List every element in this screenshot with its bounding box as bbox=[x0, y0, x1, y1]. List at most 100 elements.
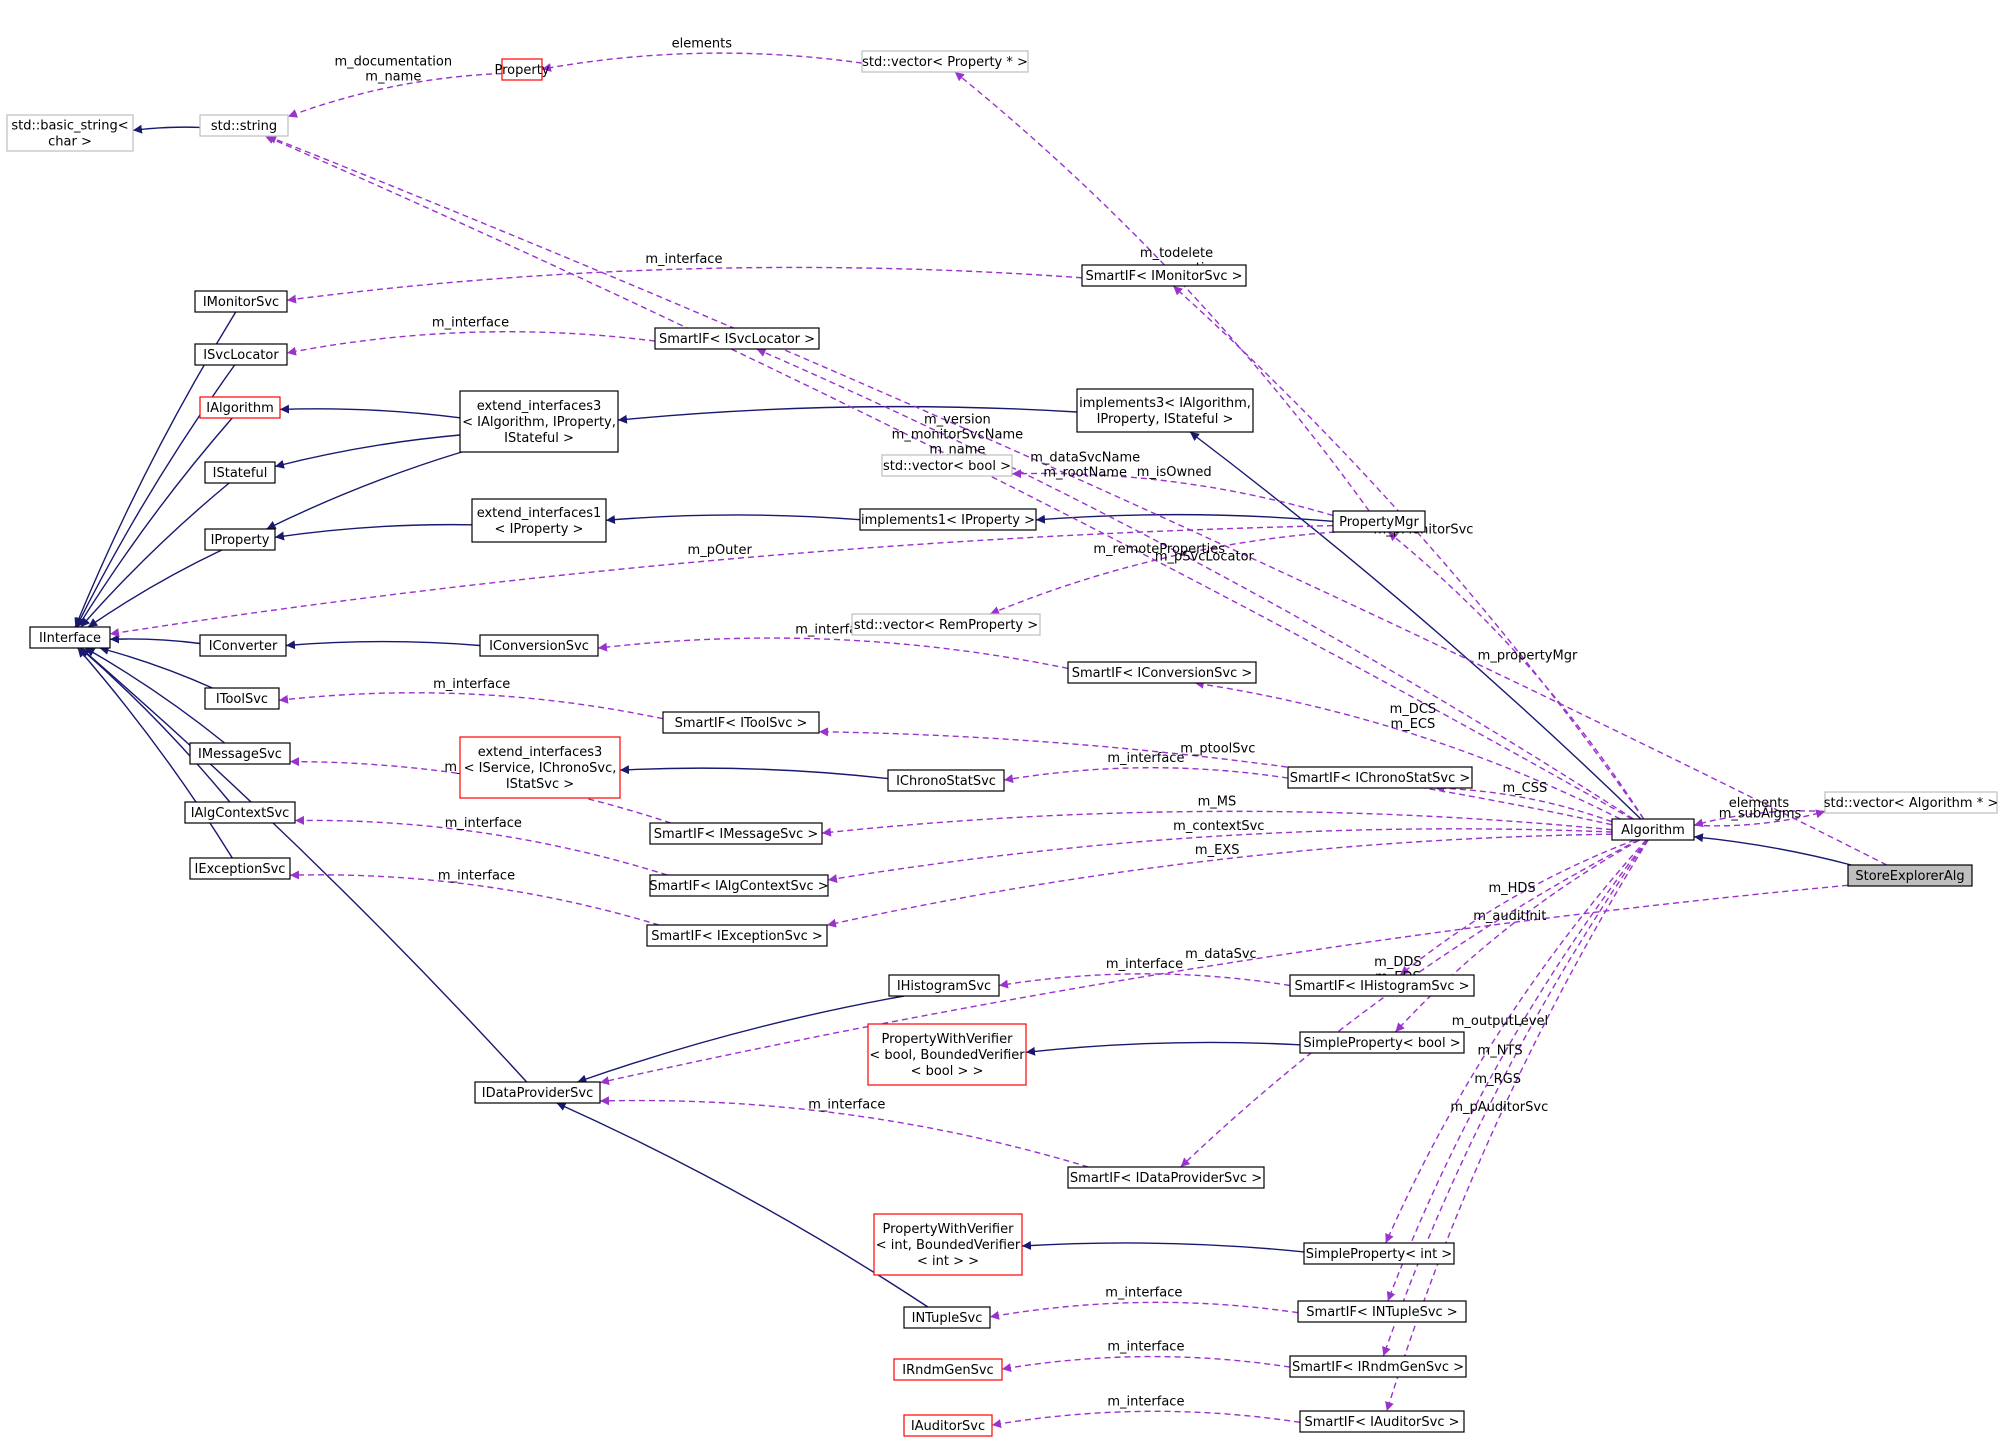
class-node-basic_string[interactable]: std::basic_string<char > bbox=[6, 114, 134, 152]
usage-edge-SmartIF_ToolSvc-to-IToolSvc bbox=[278, 692, 664, 720]
usage-edge-SmartIF_Monitor-to-IMonitorSvc bbox=[286, 266, 1083, 304]
usage-edge-Algorithm-to-SmartIF_Hist bbox=[1399, 839, 1636, 976]
edge-label-line: m_interface bbox=[1106, 957, 1183, 972]
class-node-IMessageSvc[interactable]: IMessageSvc bbox=[189, 742, 291, 765]
class-node-impl1[interactable]: implements1< IProperty > bbox=[859, 508, 1037, 531]
class-name-line: IProperty, IStateful > bbox=[1097, 412, 1234, 427]
inheritance-edge-IChronoStatSvc-to-ext3_svc bbox=[619, 765, 889, 780]
inheritance-edge-ext1_prop-to-IProperty bbox=[274, 523, 473, 541]
class-node-SmartIF_DataProv[interactable]: SmartIF< IDataProviderSvc > bbox=[1067, 1166, 1265, 1189]
class-node-ISvcLocator[interactable]: ISvcLocator bbox=[194, 343, 288, 366]
class-box bbox=[204, 528, 276, 551]
edge-label-line: m_interface bbox=[445, 816, 522, 831]
class-name-line: char > bbox=[48, 135, 92, 150]
inheritance-edge-IHistogramSvc-to-IDataProviderSvc bbox=[577, 995, 905, 1084]
class-node-SmartIF_Rndm[interactable]: SmartIF< IRndmGenSvc > bbox=[1289, 1355, 1467, 1378]
usage-edge-Algorithm-to-SmartIF_AlgCtx bbox=[827, 828, 1613, 883]
edge-label-line: m_DCS bbox=[1390, 702, 1437, 717]
class-node-IMonitorSvc[interactable]: IMonitorSvc bbox=[194, 290, 288, 313]
class-node-IRndmGenSvc[interactable]: IRndmGenSvc bbox=[893, 1358, 1003, 1381]
class-node-vec_alg[interactable]: std::vector< Algorithm * > bbox=[1824, 791, 1998, 814]
class-node-SmartIF_Exc[interactable]: SmartIF< IExceptionSvc > bbox=[646, 924, 828, 947]
class-node-IExceptionSvc[interactable]: IExceptionSvc bbox=[189, 857, 291, 880]
class-node-IToolSvc[interactable]: IToolSvc bbox=[204, 687, 280, 710]
class-node-ext3_alg[interactable]: extend_interfaces3< IAlgorithm, IPropert… bbox=[459, 390, 619, 453]
edge-label-line: m_pSvcLocator bbox=[1155, 549, 1255, 564]
inheritance-edge-ext3_alg-to-IStateful bbox=[274, 434, 461, 469]
class-name-line: < bool, BoundedVerifier bbox=[869, 1048, 1025, 1063]
class-node-SmartIF_ToolSvc[interactable]: SmartIF< IToolSvc > bbox=[662, 711, 820, 734]
class-node-SmartIF_Msg[interactable]: SmartIF< IMessageSvc > bbox=[649, 822, 823, 845]
class-node-SmartIF_Monitor[interactable]: SmartIF< IMonitorSvc > bbox=[1081, 264, 1247, 287]
edge-label-line: m_dataSvc bbox=[1185, 947, 1257, 962]
class-node-IConversionSvc[interactable]: IConversionSvc bbox=[479, 634, 599, 657]
class-name-line: IInterface bbox=[39, 631, 101, 646]
edge-label-line: m_contextSvc bbox=[1173, 819, 1264, 834]
class-node-SmartIF_Chrono[interactable]: SmartIF< IChronoStatSvc > bbox=[1287, 766, 1473, 789]
class-name-line: < IAlgorithm, IProperty, bbox=[462, 415, 616, 430]
class-node-SimpleProp_int[interactable]: SimpleProperty< int > bbox=[1303, 1242, 1455, 1265]
class-name-line: std::vector< Algorithm * > bbox=[1824, 796, 1998, 811]
edge-label-line: m_pAuditorSvc bbox=[1450, 1100, 1548, 1115]
class-name-line: PropertyWithVerifier bbox=[883, 1222, 1015, 1237]
class-node-ext1_prop[interactable]: extend_interfaces1< IProperty > bbox=[471, 498, 607, 543]
edge-label-line: m_monitorSvcName bbox=[892, 428, 1023, 443]
class-node-IStateful[interactable]: IStateful bbox=[204, 461, 276, 484]
class-node-SmartIF_Hist[interactable]: SmartIF< IHistogramSvc > bbox=[1289, 974, 1475, 997]
class-node-impl3[interactable]: implements3< IAlgorithm,IProperty, IStat… bbox=[1076, 388, 1254, 433]
edge-label-line: m_interface bbox=[432, 315, 509, 330]
class-node-vec_remprop[interactable]: std::vector< RemProperty > bbox=[851, 613, 1041, 636]
class-name-line: extend_interfaces1 bbox=[477, 506, 602, 521]
class-box bbox=[474, 1081, 601, 1104]
edge-label: m_dataSvc bbox=[1185, 947, 1257, 962]
class-node-SmartIF_Auditor[interactable]: SmartIF< IAuditorSvc > bbox=[1299, 1410, 1465, 1433]
inheritance-edge-SimpleProp_int-to-PWV_int bbox=[1021, 1240, 1305, 1253]
class-node-IHistogramSvc[interactable]: IHistogramSvc bbox=[888, 974, 1000, 997]
class-box bbox=[903, 1414, 993, 1437]
class-name-line: IAuditorSvc bbox=[911, 1419, 985, 1434]
class-node-PWV_int[interactable]: PropertyWithVerifier< int, BoundedVerifi… bbox=[873, 1213, 1023, 1276]
class-name-line: implements3< IAlgorithm, bbox=[1079, 396, 1251, 411]
class-node-std_string[interactable]: std::string bbox=[199, 114, 289, 137]
class-node-SimpleProp_bool[interactable]: SimpleProperty< bool > bbox=[1299, 1031, 1465, 1054]
class-node-IAuditorSvc[interactable]: IAuditorSvc bbox=[903, 1414, 993, 1437]
class-name-line: std::vector< Property * > bbox=[862, 55, 1028, 70]
class-node-IChronoStatSvc[interactable]: IChronoStatSvc bbox=[887, 769, 1005, 792]
class-node-IAlgorithm[interactable]: IAlgorithm bbox=[199, 396, 281, 419]
class-node-SmartIF_SvcLoc[interactable]: SmartIF< ISvcLocator > bbox=[654, 327, 820, 350]
class-box bbox=[194, 343, 288, 366]
class-node-vec_prop[interactable]: std::vector< Property * > bbox=[861, 50, 1029, 73]
class-node-PropertyMgr[interactable]: PropertyMgr bbox=[1332, 510, 1426, 533]
edge-label-line: m_interface bbox=[645, 252, 722, 267]
class-node-StoreExplorerAlg[interactable]: StoreExplorerAlg bbox=[1847, 864, 1973, 887]
class-node-IConverter[interactable]: IConverter bbox=[199, 634, 287, 657]
edge-label: m_interface bbox=[445, 816, 522, 831]
class-node-SmartIF_ConvSvc[interactable]: SmartIF< IConversionSvc > bbox=[1067, 661, 1257, 684]
edge-label-line: m_interface bbox=[1105, 1286, 1182, 1301]
class-name-line: IHistogramSvc bbox=[897, 979, 991, 994]
edge-label: m_interface bbox=[438, 868, 515, 883]
class-node-SmartIF_AlgCtx[interactable]: SmartIF< IAlgContextSvc > bbox=[649, 874, 829, 897]
edge-label-line: m_interface bbox=[1107, 751, 1184, 766]
usage-edge-Algorithm-to-SmartIF_Monitor bbox=[1172, 285, 1645, 820]
class-node-Algorithm[interactable]: Algorithm bbox=[1611, 818, 1695, 841]
class-node-IDataProviderSvc[interactable]: IDataProviderSvc bbox=[474, 1081, 601, 1104]
class-node-IProperty[interactable]: IProperty bbox=[204, 528, 276, 551]
class-node-IInterface[interactable]: IInterface bbox=[29, 626, 111, 649]
class-node-SmartIF_NTuple[interactable]: SmartIF< INTupleSvc > bbox=[1297, 1300, 1467, 1323]
class-box bbox=[1067, 1166, 1265, 1189]
class-node-IAlgContextSvc[interactable]: IAlgContextSvc bbox=[184, 801, 296, 824]
class-node-ext3_svc[interactable]: extend_interfaces3< IService, IChronoSvc… bbox=[459, 736, 621, 799]
class-node-vec_bool[interactable]: std::vector< bool > bbox=[881, 454, 1013, 477]
class-name-line: IAlgorithm bbox=[206, 401, 274, 416]
edge-label: m_contextSvc bbox=[1173, 819, 1264, 834]
class-node-INTupleSvc[interactable]: INTupleSvc bbox=[903, 1306, 991, 1329]
class-name-line: SmartIF< IAlgContextSvc > bbox=[649, 879, 828, 894]
usage-edge-Algorithm-to-SmartIF_Msg bbox=[821, 810, 1613, 837]
class-node-PWV_bool[interactable]: PropertyWithVerifier< bool, BoundedVerif… bbox=[867, 1023, 1027, 1086]
edge-label-line: m_MS bbox=[1198, 794, 1237, 809]
class-node-Property[interactable]: Property bbox=[494, 58, 550, 81]
edge-label: m_interface bbox=[1105, 1286, 1182, 1301]
class-name-line: IExceptionSvc bbox=[195, 862, 286, 877]
